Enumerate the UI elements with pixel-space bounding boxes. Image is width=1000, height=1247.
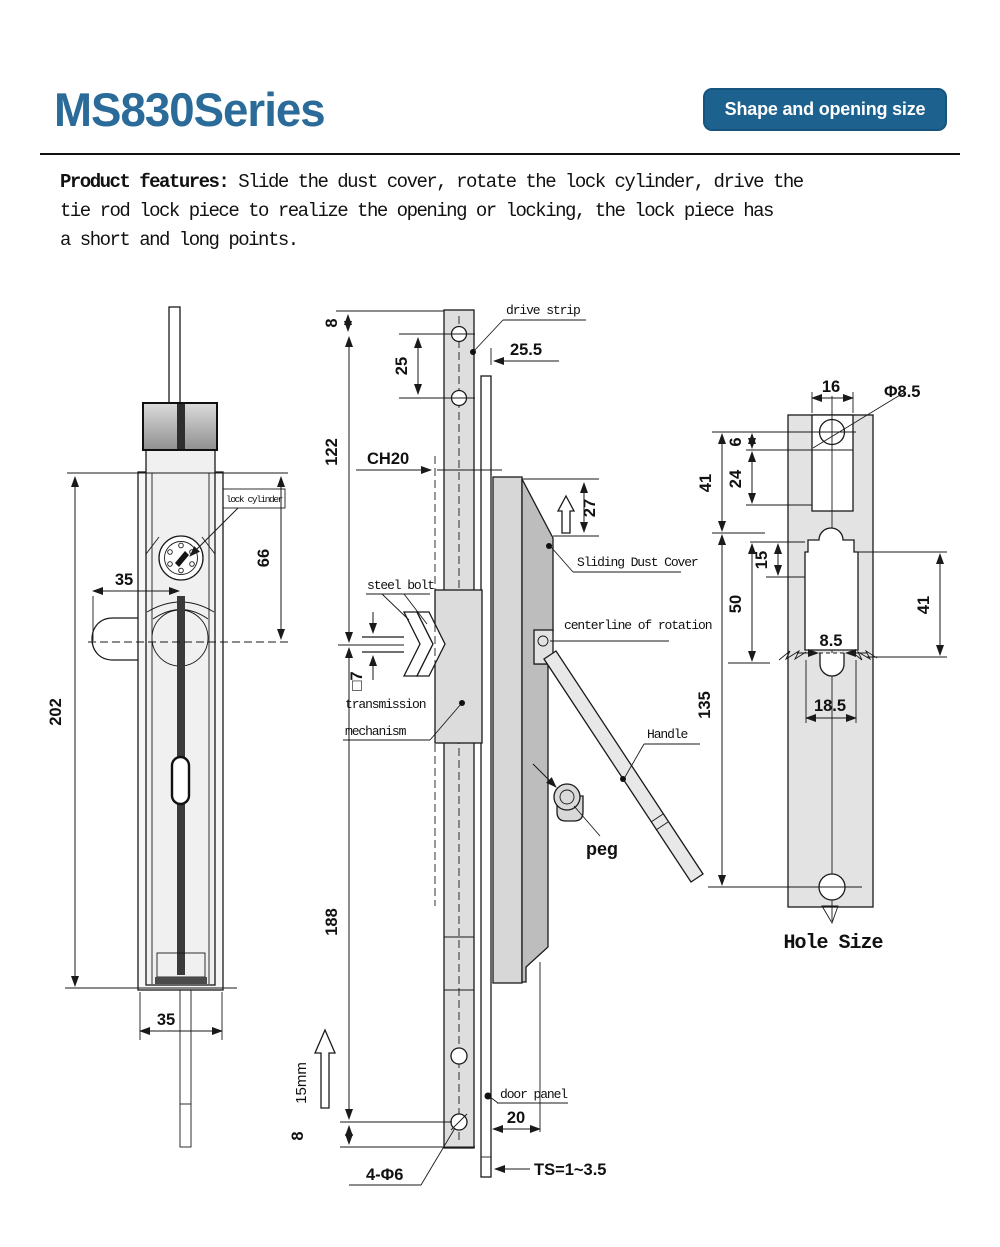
- hole-size-caption: Hole Size: [783, 932, 883, 955]
- dim-height-202: 202: [47, 698, 65, 726]
- dim-ts: TS=1~3.5: [534, 1161, 606, 1179]
- lock-piece-tongue: [91, 617, 148, 661]
- dim-27: 27: [581, 499, 599, 517]
- steel-bolt-label: steel bolt: [367, 578, 434, 593]
- arrow-up-icon: [556, 494, 576, 534]
- drive-strip-label: drive strip: [506, 303, 580, 318]
- peg-ring: [553, 783, 581, 811]
- features-line-2: tie rod lock piece to realize the openin…: [60, 200, 774, 222]
- shape-opening-size-label: Shape and opening size: [724, 99, 926, 119]
- dim-16: 16: [822, 378, 840, 396]
- dim-122: 122: [323, 438, 341, 466]
- tie-rod-bottom: [179, 989, 192, 1148]
- transmission-label-2: mechanism: [345, 724, 407, 739]
- dim-41-right: 41: [915, 596, 933, 614]
- travel-arrow-icon: [314, 1028, 336, 1109]
- side-view: peg 8 25 122 188 8 drive strip 25.5: [289, 303, 713, 1186]
- dim-square-7: □7: [348, 671, 366, 690]
- header-divider: [40, 153, 960, 155]
- dim-188: 188: [323, 908, 341, 936]
- ch20-label: CH20: [367, 450, 409, 468]
- front-view: 202 66 35 35 lock cylinder: [47, 306, 290, 1148]
- mount-holes-label: 4-Φ6: [366, 1166, 403, 1184]
- door-panel-label: door panel: [500, 1087, 568, 1102]
- product-features: Product features: Slide the dust cover, …: [60, 168, 960, 255]
- hole-size-view: 16 Φ8.5 6 24 41 15 50 41 135 8.5: [696, 378, 947, 955]
- end-cap-slot: [177, 404, 185, 449]
- bottom-strip: [155, 977, 207, 984]
- dim-width-bottom-35: 35: [157, 1011, 175, 1029]
- dim-41-left: 41: [697, 474, 715, 492]
- key-slot-cutout: [819, 653, 845, 677]
- dim-8-5: 8.5: [820, 632, 843, 650]
- dim-135: 135: [696, 691, 714, 719]
- centerline-of-rotation-label: centerline of rotation: [564, 618, 712, 633]
- key-cutout: [804, 527, 859, 651]
- dim-20: 20: [507, 1109, 525, 1127]
- transmission-label-1: transmission: [345, 697, 426, 712]
- tie-rod-top: [168, 306, 181, 405]
- handle-bar: [543, 650, 704, 883]
- dim-50: 50: [727, 595, 745, 613]
- pivot-hole: [537, 635, 549, 647]
- dim-25: 25: [393, 357, 411, 375]
- bottom-break-notch: [821, 905, 839, 925]
- top-cutout: [811, 414, 854, 512]
- features-label: Product features:: [60, 171, 230, 193]
- sliding-dust-cover: [521, 478, 554, 983]
- page-title: MS830Series: [54, 83, 326, 136]
- dim-cylinder-66: 66: [255, 549, 273, 567]
- dim-18-5: 18.5: [814, 697, 846, 715]
- features-line-1: Product features: Slide the dust cover, …: [60, 171, 804, 193]
- key-slot: [175, 551, 189, 567]
- strip-hole-3: [450, 1047, 468, 1065]
- travel-15mm: 15mm: [293, 1062, 310, 1104]
- lock-cylinder-label: lock cylinder: [226, 494, 283, 505]
- transmission-mechanism-block: [434, 589, 483, 744]
- dim-width-top-35: 35: [115, 571, 133, 589]
- dim-6: 6: [727, 437, 745, 446]
- steel-bolt-tip-2: [415, 611, 446, 677]
- dim-phi-8-5: Φ8.5: [884, 383, 920, 401]
- dim-25-5: 25.5: [510, 341, 542, 359]
- peg-label: peg: [586, 839, 618, 859]
- shape-opening-size-button[interactable]: Shape and opening size: [703, 88, 947, 131]
- sliding-dust-cover-label: Sliding Dust Cover: [577, 555, 698, 570]
- handle-label: Handle: [647, 727, 688, 742]
- oval-slot: [170, 755, 191, 806]
- dim-top-8: 8: [323, 318, 341, 327]
- dim-bottom-8: 8: [289, 1131, 307, 1140]
- dim-15: 15: [753, 551, 771, 569]
- features-line-3: a short and long points.: [60, 229, 299, 251]
- dim-24: 24: [727, 469, 745, 488]
- door-panel: [480, 375, 492, 1178]
- lock-base: [492, 476, 523, 984]
